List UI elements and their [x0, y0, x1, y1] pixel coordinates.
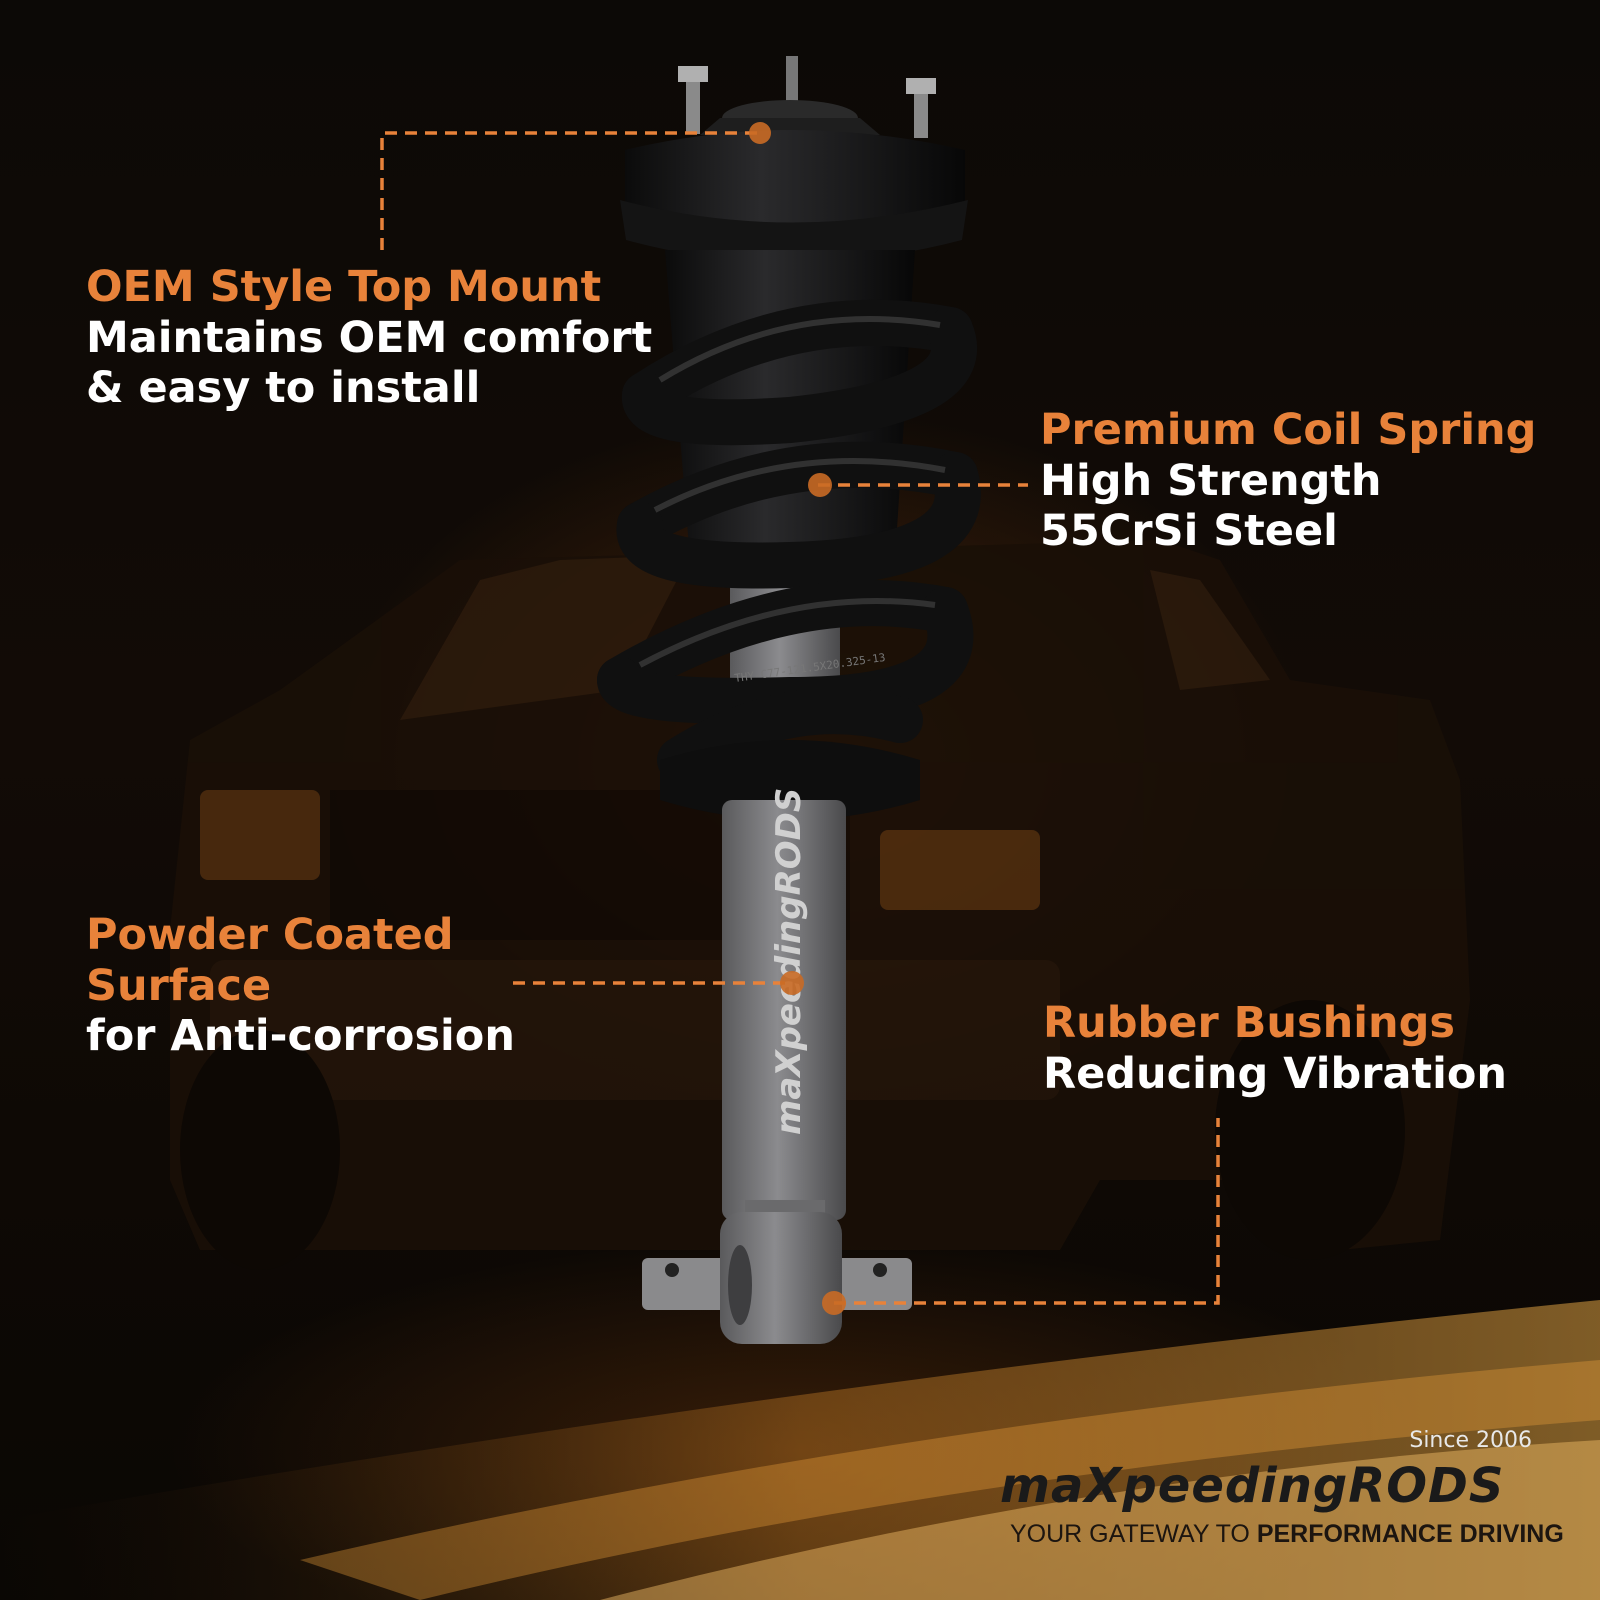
callout-title: OEM Style Top Mount	[86, 262, 602, 312]
tagline-bold: PERFORMANCE DRIVING	[1256, 1520, 1564, 1548]
callout-title: Premium Coil Spring	[1040, 405, 1537, 455]
brand-logo: maXpeedingRODS	[1000, 1458, 1505, 1514]
callout-line: & easy to install	[86, 363, 481, 414]
callout-line: Maintains OEM comfort	[86, 312, 653, 363]
coil-spring	[597, 299, 981, 783]
callout-line: for Anti-corrosion	[86, 1011, 515, 1062]
road-light-streaks	[0, 1300, 1600, 1600]
callout-line: Reducing Vibration	[1043, 1048, 1507, 1099]
mount-stud-right	[914, 84, 928, 138]
front-bumper	[210, 960, 1060, 1100]
callout-title: Surface	[86, 960, 272, 1011]
right-headlight	[880, 830, 1040, 910]
callout-coil-spring: Premium Coil Spring High Strength 55CrSi…	[1040, 405, 1536, 557]
shock-logo: maXpeedingRODS	[769, 788, 809, 1135]
left-headlight	[200, 790, 320, 880]
rear-wheel	[180, 1030, 340, 1270]
callout-top-mount: OEM Style Top Mount Maintains OEM comfor…	[86, 262, 652, 414]
callout-line: High Strength	[1040, 455, 1382, 506]
callout-leaders	[380, 131, 1220, 1305]
mount-stud-center	[786, 56, 798, 114]
callout-dots	[749, 122, 846, 1315]
lower-spring-seat	[660, 740, 920, 820]
strut-assembly: THY-C77-121.5X20.325-13 maXpeedingRODS	[597, 56, 981, 1344]
callout-title: Powder Coated	[86, 910, 454, 960]
callout-title: Rubber Bushings	[1043, 998, 1455, 1048]
brand-tagline: YOUR GATEWAY TO PERFORMANCE DRIVING	[1010, 1520, 1564, 1549]
shock-body	[722, 800, 846, 1220]
rubber-bushing-eye	[720, 1212, 842, 1344]
front-wheel	[1215, 1000, 1405, 1260]
tagline-prefix: YOUR GATEWAY TO	[1010, 1520, 1250, 1548]
callout-line: 55CrSi Steel	[1040, 506, 1338, 557]
since-label: Since 2006	[1409, 1428, 1532, 1453]
top-mount-plate	[625, 130, 965, 230]
callout-powder-coat: Powder Coated Surface for Anti-corrosion	[86, 910, 515, 1062]
callout-bushings: Rubber Bushings Reducing Vibration	[1043, 998, 1507, 1099]
mount-stud-left	[686, 72, 700, 134]
